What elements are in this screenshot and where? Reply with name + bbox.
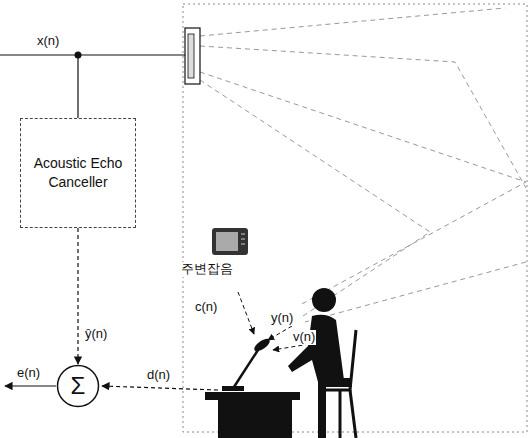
signal-label: c(n) (194, 300, 218, 315)
room-outline (183, 4, 527, 432)
signal-label: 주변잡음 (180, 262, 234, 277)
signal-label: e(n) (16, 366, 41, 381)
person-figure (288, 288, 352, 438)
signal-label: v(n) (292, 330, 316, 345)
output-wire (5, 385, 56, 386)
aec-input-wire (77, 55, 78, 118)
input-wire (0, 54, 185, 55)
sound-beams (200, 8, 526, 322)
signal-label: x(n) (36, 34, 60, 49)
signal-connector (77, 228, 78, 364)
speaker-symbol (185, 28, 200, 84)
signal-label: y(n) (270, 311, 294, 326)
sum-symbol: Σ (71, 370, 86, 402)
box-title: Acoustic Echo Canceller (31, 154, 125, 192)
signal-label: d(n) (146, 368, 171, 383)
noise-arrow (238, 292, 254, 334)
mic-wire (102, 386, 218, 390)
edge-label: ŷ(n) (84, 327, 108, 342)
desk-figure (205, 392, 300, 438)
summing-junction: Σ (56, 364, 100, 408)
echo-arrow (268, 326, 292, 340)
noise-source-icon (212, 228, 248, 255)
process-box: Acoustic Echo Canceller (20, 118, 136, 228)
chair-figure (322, 330, 356, 438)
microphone-symbol (222, 337, 272, 391)
speaker-cone (188, 34, 194, 78)
